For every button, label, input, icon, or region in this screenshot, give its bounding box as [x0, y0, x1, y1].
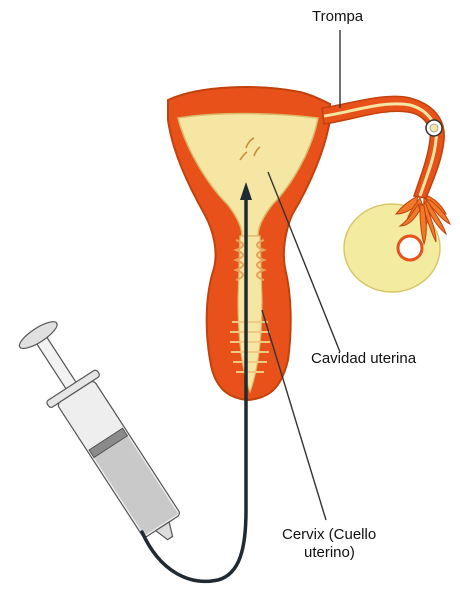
ovary-follicle — [398, 236, 422, 260]
syringe — [9, 313, 195, 555]
label-tube: Trompa — [312, 8, 363, 26]
ovum-inner — [430, 124, 438, 132]
fallopian-tube — [322, 96, 444, 198]
label-cervix: Cervix (Cuello uterino) — [282, 526, 376, 562]
label-cervix-line2: uterino) — [282, 544, 376, 562]
uterus — [168, 87, 330, 400]
label-cervix-line1: Cervix (Cuello — [282, 526, 376, 544]
leader-cervix — [262, 310, 326, 520]
label-uterine-cavity: Cavidad uterina — [311, 350, 416, 368]
